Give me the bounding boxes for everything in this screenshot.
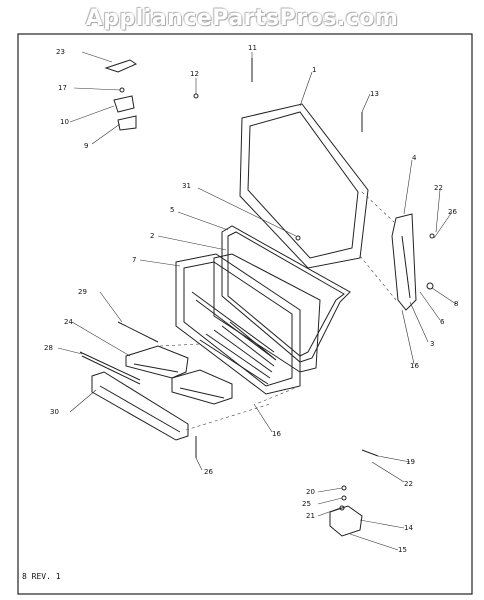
callout-label: 14 bbox=[404, 524, 413, 532]
callout-label: 19 bbox=[406, 458, 415, 466]
callout-label: 3 bbox=[430, 340, 434, 348]
callout-label: 7 bbox=[132, 256, 136, 264]
callout-label: 28 bbox=[44, 344, 53, 352]
callout-label: 20 bbox=[306, 488, 315, 496]
screw-12-part bbox=[193, 93, 199, 99]
callout-label: 2 bbox=[150, 232, 154, 240]
top-hinge-cluster bbox=[104, 59, 138, 131]
front-rail-part bbox=[91, 371, 189, 441]
diagram-border bbox=[17, 33, 473, 595]
bin-part-2 bbox=[171, 369, 233, 405]
door-panel-part bbox=[213, 253, 321, 373]
callout-label: 26 bbox=[204, 468, 213, 476]
hinge-bracket-part bbox=[391, 213, 417, 311]
callout-label: 23 bbox=[56, 48, 65, 56]
callout-label: 5 bbox=[170, 206, 174, 214]
callout-label: 24 bbox=[64, 318, 73, 326]
callout-label: 31 bbox=[182, 182, 191, 190]
callout-label: 6 bbox=[440, 318, 445, 326]
callout-labels: 23 17 10 9 11 12 1 13 31 5 2 7 29 24 28 … bbox=[44, 44, 458, 554]
trim-strip-part bbox=[79, 351, 141, 385]
callout-label: 26 bbox=[448, 208, 457, 216]
inner-liner-part bbox=[175, 253, 301, 395]
callout-label: 12 bbox=[190, 70, 199, 78]
callout-label: 4 bbox=[412, 154, 417, 162]
callout-label: 22 bbox=[404, 480, 413, 488]
callout-label: 22 bbox=[434, 184, 443, 192]
washer-8-part bbox=[426, 282, 434, 290]
door-frame-part bbox=[239, 103, 369, 269]
callout-label: 30 bbox=[50, 408, 59, 416]
callout-label: 25 bbox=[302, 500, 311, 508]
door-gasket-part bbox=[221, 225, 351, 363]
callout-label: 10 bbox=[60, 118, 69, 126]
callout-label: 21 bbox=[306, 512, 315, 520]
callout-label: 11 bbox=[248, 44, 257, 52]
bin-part bbox=[125, 345, 189, 379]
callout-label: 1 bbox=[312, 66, 316, 74]
callout-label: 8 bbox=[454, 300, 458, 308]
bottom-hinge-cluster bbox=[329, 485, 363, 537]
callout-label: 16 bbox=[272, 430, 281, 438]
callout-label: 15 bbox=[398, 546, 407, 554]
screw-26-part bbox=[429, 233, 435, 239]
watermark: AppliancePartsPros.com bbox=[85, 6, 399, 31]
clip-19-part bbox=[361, 449, 379, 457]
rod-part bbox=[117, 321, 159, 343]
callout-label: 16 bbox=[410, 362, 419, 370]
callout-label: 13 bbox=[370, 90, 379, 98]
callout-label: 17 bbox=[58, 84, 67, 92]
screw-31-part bbox=[295, 235, 301, 241]
revision-label: 8 REV. 1 bbox=[22, 572, 61, 581]
callout-label: 9 bbox=[84, 142, 88, 150]
callout-label: 29 bbox=[78, 288, 87, 296]
